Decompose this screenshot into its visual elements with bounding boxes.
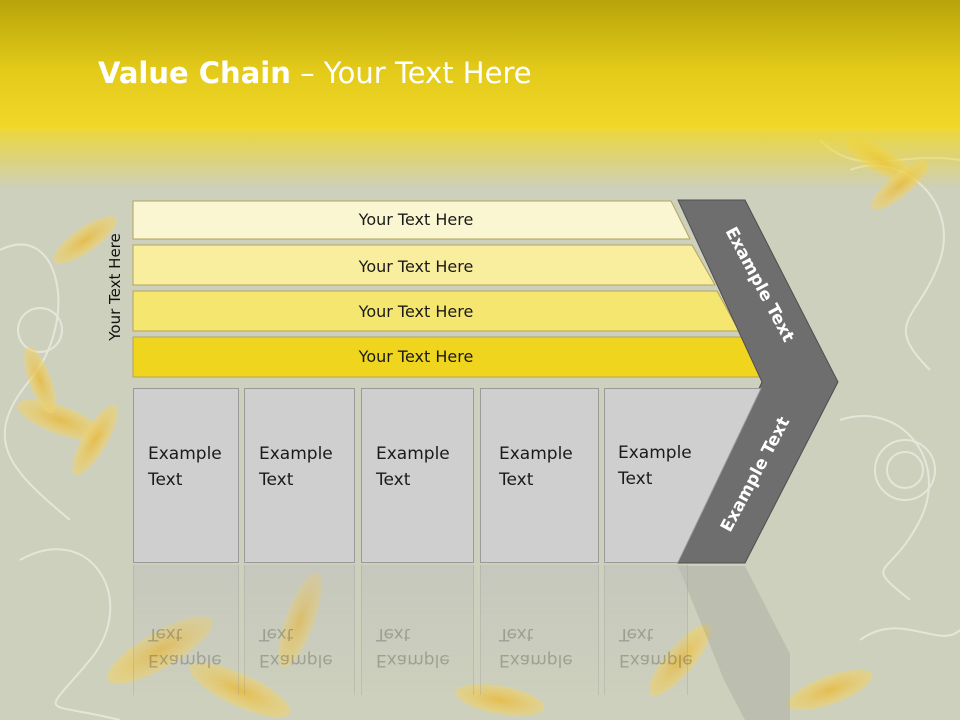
bar-3-label: Your Text Here bbox=[358, 302, 474, 321]
bar-1[interactable]: Your Text Here bbox=[132, 200, 691, 240]
bar-4-label: Your Text Here bbox=[358, 347, 474, 366]
bar-4[interactable]: Your Text Here bbox=[132, 336, 764, 378]
bar-1-shape bbox=[132, 200, 691, 240]
bar-1-label: Your Text Here bbox=[358, 210, 474, 229]
header-band bbox=[0, 0, 960, 130]
title-bold: Value Chain bbox=[98, 56, 291, 90]
title-rest: – Your Text Here bbox=[290, 56, 532, 90]
bar-2-label: Your Text Here bbox=[358, 257, 474, 276]
bar-3[interactable]: Your Text Here bbox=[132, 290, 740, 332]
card-5[interactable] bbox=[604, 388, 764, 563]
chevron-arrow[interactable] bbox=[677, 199, 839, 564]
bar-2-shape bbox=[132, 244, 716, 286]
header-fade bbox=[0, 130, 960, 190]
chevron-reflection bbox=[678, 566, 790, 720]
page-title: Value Chain – Your Text Here bbox=[98, 56, 532, 90]
bar-2[interactable]: Your Text Here bbox=[132, 244, 716, 286]
